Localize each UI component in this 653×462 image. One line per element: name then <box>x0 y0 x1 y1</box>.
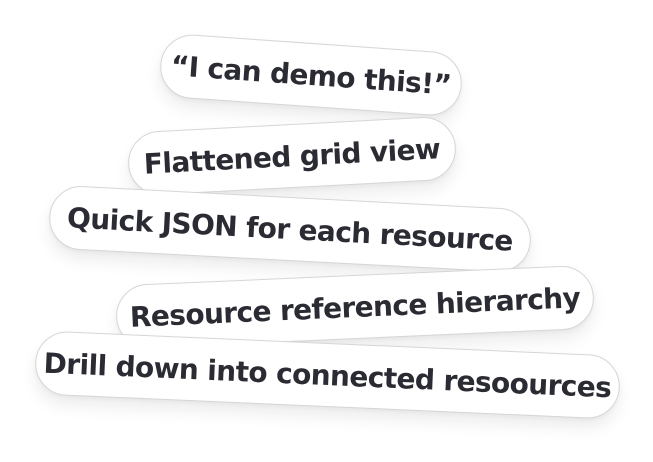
feature-pill-label: Quick JSON for each resource <box>66 201 514 258</box>
feature-pill-grid-view: Flattened grid view <box>126 115 458 197</box>
feature-pill-drill-down: Drill down into connected resoources <box>33 330 622 420</box>
feature-pill-quick-json: Quick JSON for each resource <box>47 184 533 274</box>
feature-pill-demo: “I can demo this!” <box>158 32 464 118</box>
feature-pill-label: Resource reference hierarchy <box>129 281 581 334</box>
feature-pill-label: Drill down into connected resoources <box>42 346 612 405</box>
feature-pill-label: “I can demo this!” <box>169 49 453 102</box>
feature-pill-label: Flattened grid view <box>143 132 442 181</box>
